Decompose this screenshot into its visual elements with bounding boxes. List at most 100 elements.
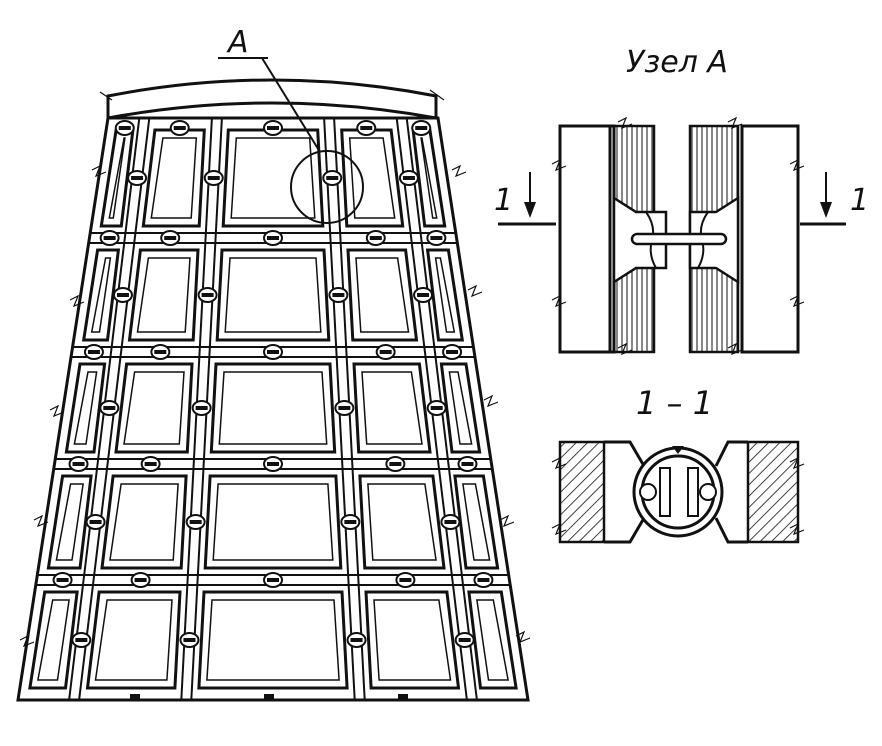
connector-node [457,456,478,472]
connector-node [395,572,416,588]
connector-node [411,120,432,136]
panel-frame [28,590,79,690]
connector-node [356,120,377,136]
detail-connector-rod [630,232,728,246]
top-cap-band [106,78,438,120]
panel-frame [209,362,337,454]
detail-node-a: Узел А 1 [494,45,869,356]
panel-inner [206,599,340,681]
section-mark-right: 1 [850,183,869,218]
connector-node [375,344,396,360]
panel-inner [212,483,334,561]
connector-node [413,287,434,303]
panel-frame [346,248,419,342]
connector-node [99,230,120,246]
panel-frame [197,590,349,690]
wall-elevation [16,78,531,702]
section-title: 1 – 1 [636,384,713,422]
connector-node [71,632,92,648]
panel-frame [85,590,182,690]
connector-node [473,572,494,588]
connector-node [169,120,190,136]
wall-outline [16,116,530,702]
connector-node [127,170,148,186]
callout-a: A [218,25,364,224]
connector-node [263,120,283,136]
panel-frame [425,248,465,342]
connector-node [85,514,106,530]
panel-inner [90,257,112,333]
panel-frame [352,362,432,454]
panel-inner [361,371,423,445]
connector-node [328,287,349,303]
connector-node [99,400,120,416]
panel-inner [36,599,70,681]
connector-node [365,230,386,246]
panel-inner [136,257,191,333]
panel-frame [203,474,343,570]
panel-inner [224,257,322,333]
connector-node [52,572,73,588]
connector-node [263,456,283,472]
panel-frame [358,474,446,570]
panel-inner [73,371,98,445]
panel-frame [364,590,461,690]
section-mark-left: 1 [494,183,513,218]
connector-node [263,344,283,360]
connector-node [426,400,447,416]
panel-frame [127,248,200,342]
panel-inner [109,483,179,561]
section-1-1: 1 – 1 [551,384,805,544]
panel-frame [221,128,325,228]
panel-inner [373,599,452,681]
detail-left-block [558,124,616,354]
panel-inner [218,371,328,445]
connector-node [385,456,406,472]
panel-frame [81,248,121,342]
connector-node [442,344,463,360]
panel-frame [114,362,194,454]
panel-inner [434,257,456,333]
panel-inner [355,257,410,333]
connector-node [263,572,283,588]
break-marks [19,164,531,648]
panel-inner [55,483,84,561]
connector-node [179,632,200,648]
panel-inner [476,599,510,681]
callout-leader [261,57,321,153]
connector-node [340,514,361,530]
detail-title: Узел А [626,45,728,80]
connector-node [185,514,206,530]
connector-node [263,230,283,246]
connector-node [454,632,475,648]
connector-node [322,170,343,186]
connector-node [203,170,224,186]
connector-node [112,287,133,303]
connector-node [140,456,161,472]
panel-frame [215,248,331,342]
panel-inner [94,599,173,681]
panel-frame [453,474,500,570]
panel-inner [420,137,438,219]
connector-node [398,170,419,186]
connector-node [191,400,212,416]
connector-node [440,514,461,530]
panel-frame [46,474,93,570]
panel-inner [123,371,185,445]
callout-label: A [226,25,249,60]
connector-node [83,344,104,360]
panel-connectors [52,120,494,648]
panel-cells [28,128,518,690]
panel-inner [348,137,396,219]
connector-node [130,572,151,588]
panel-inner [448,371,473,445]
connector-node [114,120,135,136]
connector-node [346,632,367,648]
connector-node [160,230,181,246]
detail-right-block [740,124,800,354]
panel-frame [439,362,482,454]
connector-node [334,400,355,416]
connector-node [197,287,218,303]
panel-inner [230,137,316,219]
